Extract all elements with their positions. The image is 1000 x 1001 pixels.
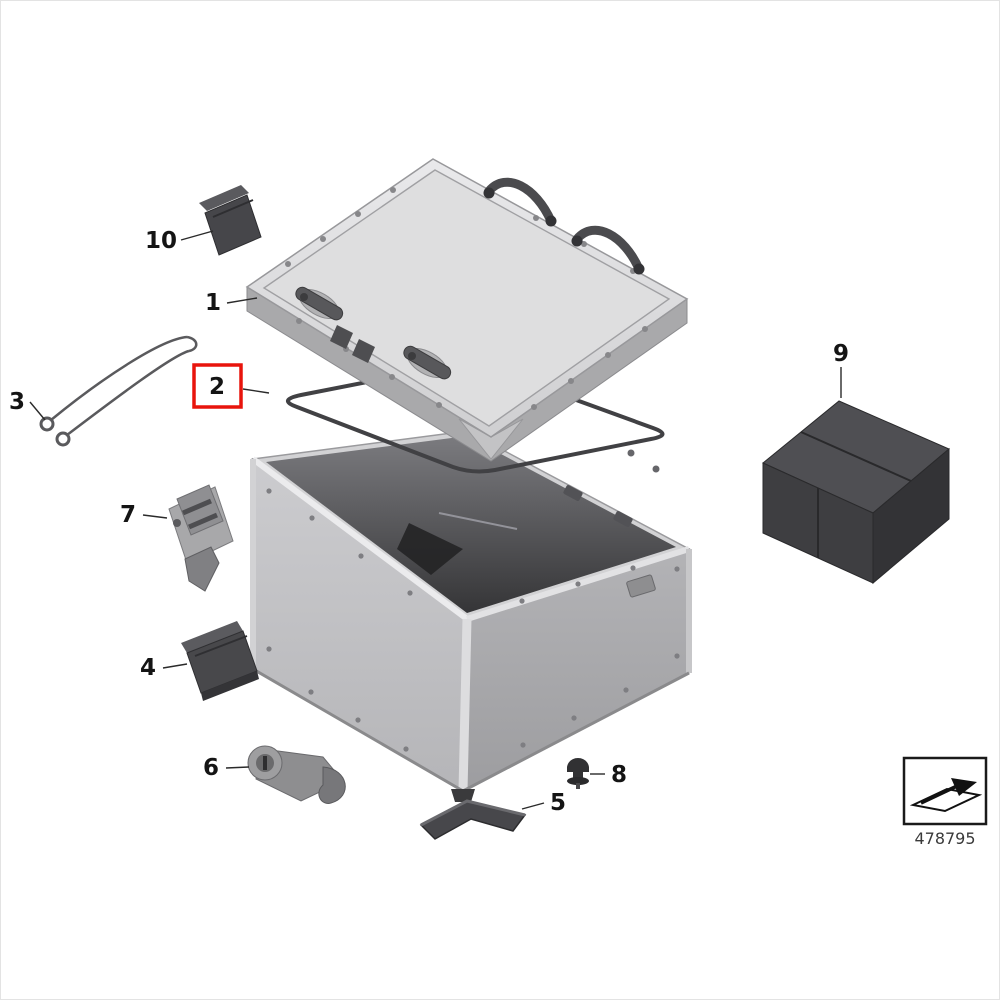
- latch-keeper: [626, 574, 656, 598]
- corner-profile: [458, 618, 472, 792]
- leader-line-1: [226, 297, 258, 304]
- part-1-lid: [245, 158, 689, 462]
- callout-5[interactable]: 5: [550, 790, 566, 816]
- callout-4[interactable]: 4: [140, 655, 156, 681]
- rivets-left: [266, 488, 413, 752]
- lid-handle: [571, 225, 645, 275]
- leader-line-7: [142, 514, 168, 519]
- hinge-tab: [613, 511, 633, 527]
- callout-6[interactable]: 6: [203, 755, 219, 781]
- bottom-edge: [462, 671, 690, 793]
- leader-line-6: [225, 766, 250, 769]
- arrow-head: [951, 778, 977, 796]
- part-8-rubber-foot: [567, 758, 589, 789]
- leader-line-3: [29, 401, 46, 421]
- case-interior: [266, 436, 676, 613]
- callout-2[interactable]: 2: [209, 374, 225, 400]
- leader-line-5: [521, 802, 545, 810]
- part-9-parts-box: [762, 400, 950, 585]
- arrow-shaft: [920, 784, 958, 805]
- leader-line-2: [242, 388, 270, 394]
- bottom-edge: [252, 667, 464, 793]
- case-body: [250, 430, 692, 802]
- callout-9[interactable]: 9: [833, 341, 849, 367]
- part-4-corner-bracket: [181, 621, 259, 701]
- direction-arrow-icon: [902, 756, 988, 826]
- screw: [627, 449, 635, 457]
- interior-reflection: [438, 512, 518, 530]
- callout-3[interactable]: 3: [9, 389, 25, 415]
- part-10-corner-bracket: [199, 185, 262, 256]
- case-foot: [451, 789, 475, 802]
- callout-10[interactable]: 10: [145, 228, 177, 254]
- screw: [652, 465, 660, 473]
- interior-shadow: [397, 523, 463, 575]
- part-5-corner-protector: [419, 799, 527, 840]
- rivets-right: [519, 565, 680, 748]
- lid-latch: [403, 345, 452, 380]
- rim-edge: [251, 456, 469, 622]
- lid-handle: [483, 177, 557, 227]
- leader-line-4: [162, 663, 188, 669]
- callout-1[interactable]: 1: [205, 290, 221, 316]
- callout-8[interactable]: 8: [611, 762, 627, 788]
- part-7-lock-bracket: [168, 484, 234, 592]
- part-3-retaining-cable: [39, 335, 198, 447]
- hinge-tab: [563, 485, 583, 501]
- highlight-box-callout-2: [192, 363, 243, 409]
- part-6-lock-cylinder: [247, 745, 346, 804]
- lid-panel: [262, 169, 671, 427]
- lid-latch: [295, 286, 344, 321]
- callout-7[interactable]: 7: [120, 502, 136, 528]
- diagram-part-number: 478795: [914, 829, 975, 848]
- lid-hinge-hook: [330, 325, 353, 349]
- lid-hinge-hook: [352, 339, 375, 363]
- leader-line-10: [180, 230, 214, 241]
